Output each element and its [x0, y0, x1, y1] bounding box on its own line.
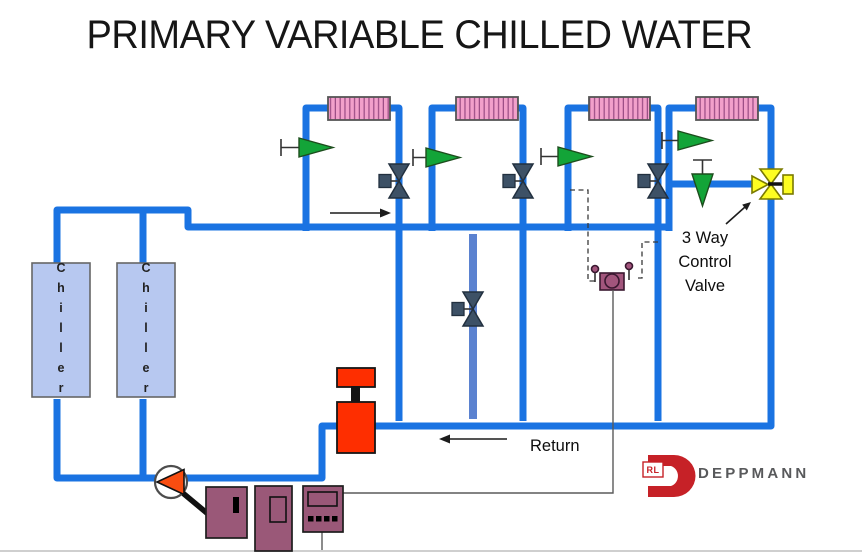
pump-impeller-icon — [155, 468, 185, 496]
three-way-callout-arrow — [725, 202, 751, 225]
supply-flow-arrow — [330, 208, 391, 218]
chiller-1 — [31, 262, 91, 398]
dp-sensor-dial — [604, 273, 620, 289]
expansion-tank-body — [336, 401, 376, 454]
expansion-tank-neck — [351, 386, 360, 403]
cooling-coil-1 — [327, 96, 391, 121]
logo-name: DEPPMANN — [698, 465, 810, 482]
control-valve-3 — [540, 146, 595, 167]
isolation-valve-3 — [637, 163, 670, 199]
dp-sensor — [590, 261, 634, 291]
sensor-signal-wire — [343, 290, 614, 494]
dp-sensing-line-supply — [570, 189, 596, 282]
pump — [153, 464, 189, 500]
return-flow-arrow — [439, 434, 507, 444]
bypass-valve — [451, 291, 485, 327]
cooling-coil-3 — [588, 96, 651, 121]
cooling-coil-4 — [695, 96, 759, 121]
dp-sensing-line-return — [636, 241, 658, 279]
three-way-valve — [751, 168, 794, 200]
vfd-box — [205, 486, 248, 539]
three-way-valve-actuator — [782, 174, 794, 195]
coil4-circuit-pipe — [665, 104, 775, 231]
control-valve-4 — [661, 130, 715, 151]
control-valve-1 — [280, 137, 336, 158]
chiller-1-label: Chiller — [54, 261, 68, 401]
controller-display — [307, 491, 338, 507]
page-title: PRIMARY VARIABLE CHILLED WATER — [86, 13, 753, 57]
deppmann-logo-mark — [642, 455, 696, 497]
isolation-valve-1 — [378, 163, 411, 199]
supply-header-pipe — [53, 206, 669, 267]
chiller-2 — [116, 262, 176, 398]
expansion-tank-top — [336, 367, 376, 388]
three-way-valve-label: 3 Way Control Valve — [678, 229, 732, 295]
cooling-coil-2 — [455, 96, 519, 121]
control-valve-three-way-branch — [691, 159, 714, 209]
logo-initials: RL — [646, 464, 660, 475]
return-header-pipe — [53, 198, 775, 482]
dp-sensor-probe-right — [624, 261, 634, 271]
control-valve-2 — [412, 147, 463, 168]
dp-sensor-probe-left — [590, 264, 600, 274]
starter-box — [254, 485, 293, 552]
isolation-valve-2 — [502, 163, 535, 199]
chiller-2-label: Chiller — [139, 261, 153, 401]
expansion-tank — [336, 367, 376, 454]
return-label: Return — [530, 437, 580, 455]
controller-box — [302, 485, 344, 533]
